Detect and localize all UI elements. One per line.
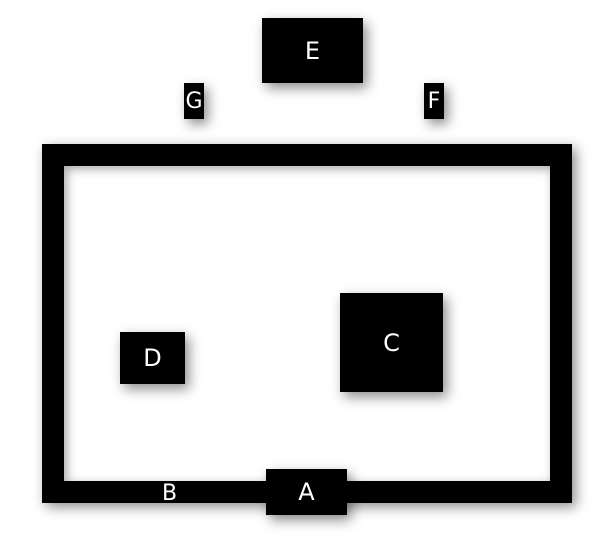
block-c-label: C	[383, 328, 400, 357]
frame-label-b: B	[162, 481, 178, 506]
block-e: E	[262, 18, 363, 83]
block-g: G	[184, 83, 204, 119]
rectangular-frame	[42, 144, 572, 503]
block-g-label: G	[185, 88, 203, 114]
block-f: F	[424, 83, 444, 119]
block-a-label: A	[298, 478, 315, 506]
block-e-label: E	[304, 36, 321, 65]
block-d: D	[120, 332, 185, 384]
block-a: A	[266, 469, 347, 515]
block-d-label: D	[143, 344, 162, 372]
block-c: C	[340, 293, 443, 392]
block-f-label: F	[427, 88, 441, 114]
